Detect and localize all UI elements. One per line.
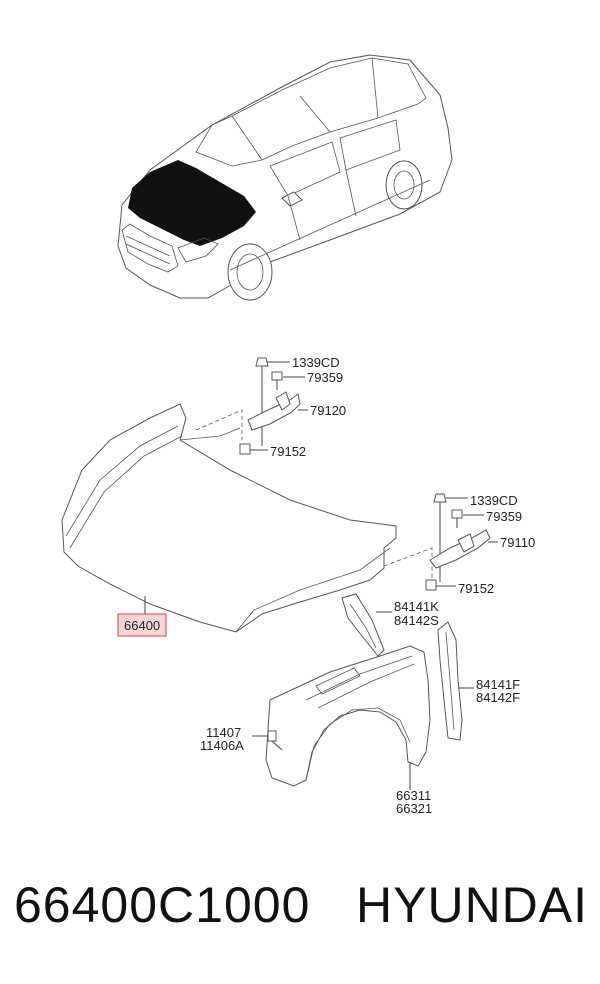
callout-seal-side-b: 84142F [476,690,520,705]
callout-hinge-right-nut: 1339CD [470,493,518,508]
callout-hinge-right: 79110 [500,535,535,550]
callout-fender-a: 66311 [396,788,431,803]
callout-screw-a: 11407 [206,725,241,740]
callout-hinge-left: 79120 [310,403,346,418]
hood-panel [61,403,397,633]
footer-part-number: 66400C1000 [14,877,311,933]
callout-fender-b: 66321 [396,801,432,816]
callout-seal-side-a: 84141F [476,677,520,692]
front-fender [265,645,431,790]
callout-hinge-left-lower-bolt: 79152 [270,444,306,459]
hood-hinge-left [239,357,308,455]
callout-hinge-left-bolt: 79359 [307,370,343,385]
upper-seal [341,593,392,657]
callout-hinge-right-bolt: 79359 [486,509,522,524]
callout-screw-b: 11406A [200,738,244,753]
side-seal [437,621,474,741]
hood-callout-highlight [117,613,167,637]
fender-screw [252,730,283,751]
callout-hinge-left-nut: 1339CD [292,355,340,370]
callout-hinge-right-lower-bolt: 79152 [458,581,494,596]
footer-brand: HYUNDAI [356,877,589,933]
callout-hood: 66400 [124,618,160,633]
hood-highlight-shape [128,160,256,246]
callout-seal-upper-a: 84141K [394,599,439,614]
hood-hinge-right [425,493,498,591]
car-illustration [117,54,453,301]
callout-seal-upper-b: 84142S [394,613,439,628]
